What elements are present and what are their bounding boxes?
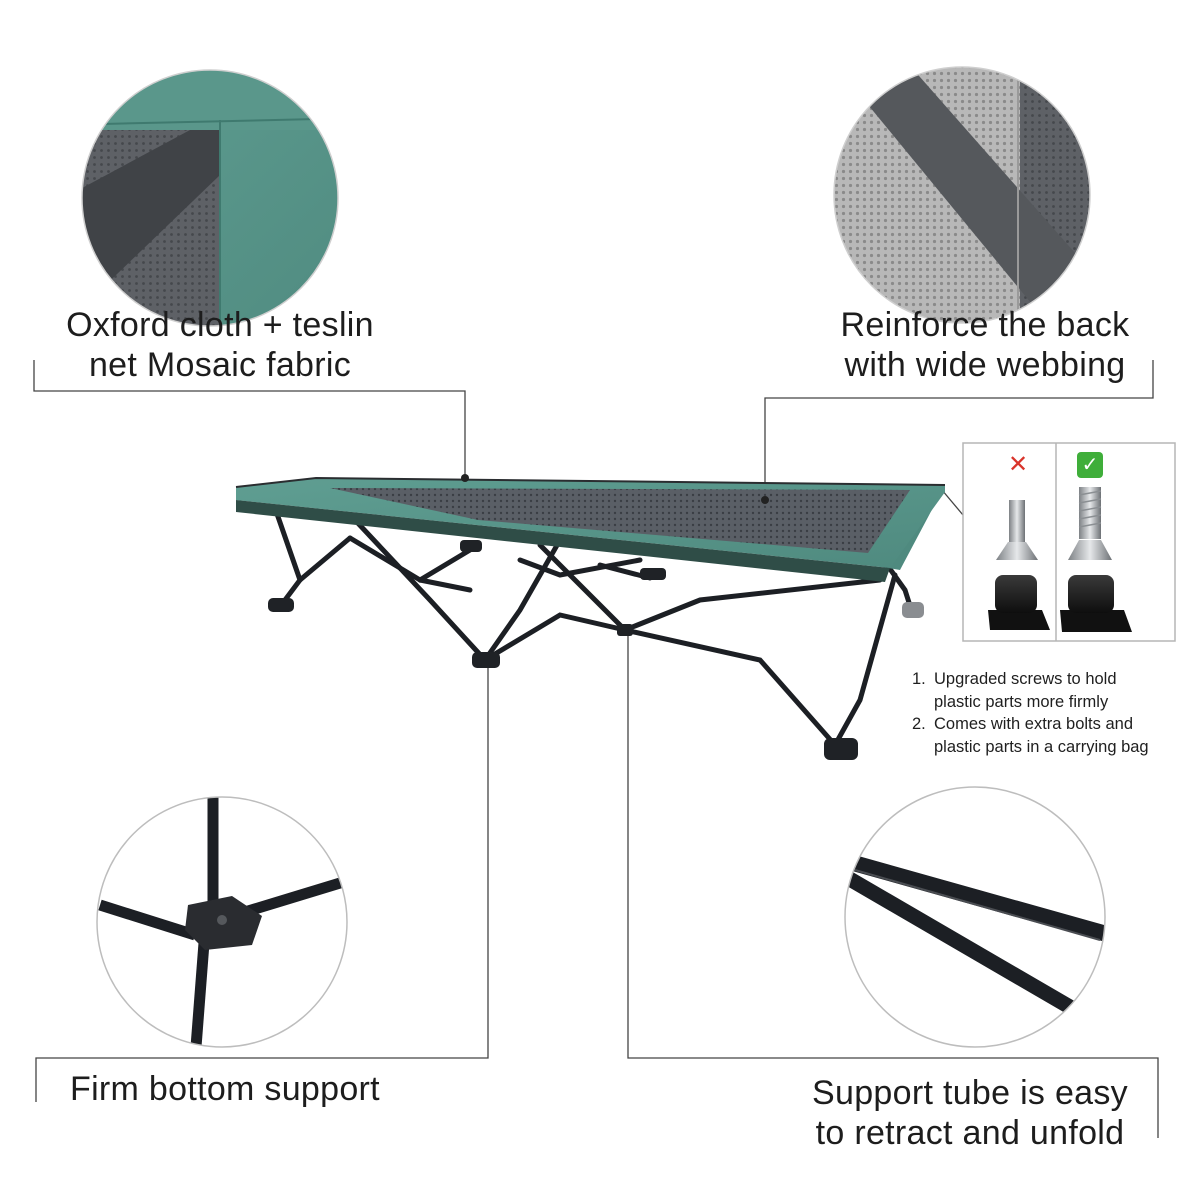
webbing-callout-line1: Reinforce the back [840,306,1130,344]
pet-cot-image [235,474,946,760]
fabric-callout: Oxford cloth + teslin net Mosaic fabric [30,305,410,385]
note-item: 2. Comes with extra bolts and plastic pa… [912,713,1200,758]
note-text: Comes with extra bolts and [934,715,1134,733]
note-item: 1. Upgraded screws to hold plastic parts… [912,668,1200,713]
note-text: plastic parts more firmly [934,692,1109,711]
support-tube-detail-circle [844,786,1106,1048]
new-screw-image [1060,487,1132,632]
note-text: Upgraded screws to hold [934,670,1117,688]
support-tube-callout: Support tube is easy to retract and unfo… [780,1073,1160,1153]
note-number: 2. [912,715,926,733]
fabric-callout-line1: Oxford cloth + teslin [66,306,374,344]
leader-lines [33,360,1159,1138]
support-tube-callout-line1: Support tube is easy [812,1074,1128,1112]
webbing-detail-circle [833,66,1091,324]
correct-mark-icon: ✓ [1077,452,1103,478]
support-tube-callout-line2: to retract and unfold [815,1114,1125,1152]
webbing-callout: Reinforce the back with wide webbing [790,305,1180,385]
note-text: plastic parts in a carrying bag [934,737,1149,756]
screw-comparison-panel [962,442,1176,642]
note-number: 1. [912,670,926,688]
bottom-joint-detail-circle [96,796,348,1048]
old-screw-image [988,500,1050,630]
bottom-support-callout-line1: Firm bottom support [70,1070,380,1108]
fabric-callout-line2: net Mosaic fabric [88,346,352,384]
webbing-callout-line2: with wide webbing [844,346,1126,384]
bottom-support-callout: Firm bottom support [70,1069,470,1109]
upgrade-notes: 1. Upgraded screws to hold plastic parts… [912,668,1200,758]
wrong-mark-icon: ✕ [1007,451,1029,478]
